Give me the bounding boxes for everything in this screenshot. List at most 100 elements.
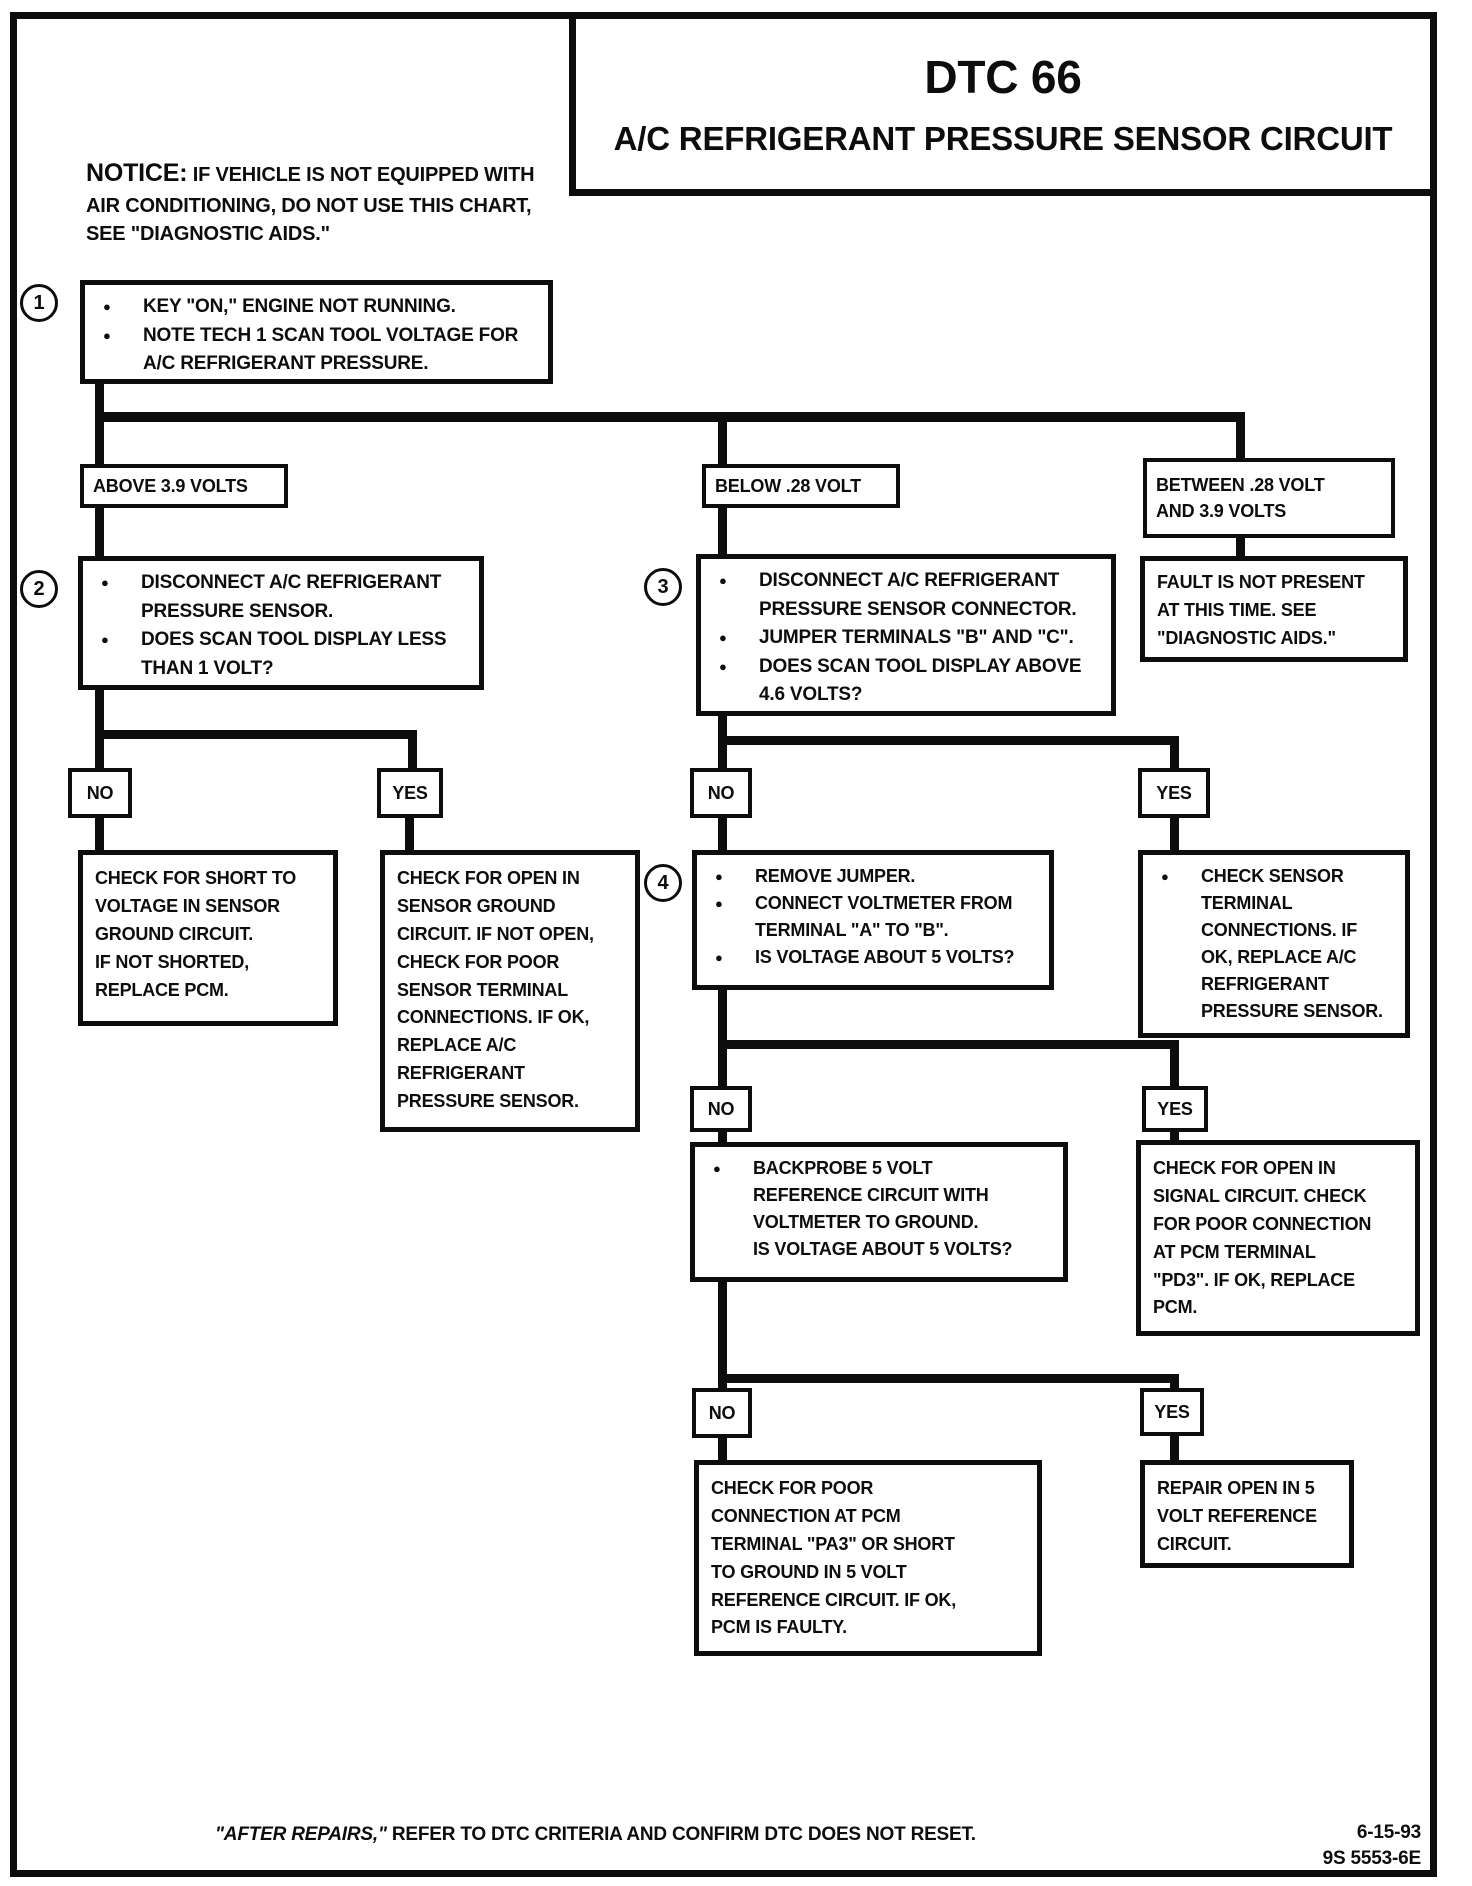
result-short-to-voltage: CHECK FOR SHORT TO VOLTAGE IN SENSOR GRO… (78, 850, 338, 1026)
footer-note-rest: REFER TO DTC CRITERIA AND CONFIRM DTC DO… (386, 1824, 976, 1845)
connector-yes3-stub (1170, 1040, 1179, 1088)
connector-yes4-down (1170, 1434, 1179, 1462)
connector-no1-down (95, 818, 104, 852)
connector-drop-left (95, 412, 104, 466)
step4-bullet-row-2: ● CONNECT VOLTMETER FROM TERMINAL "A" TO… (711, 890, 1041, 944)
step1-number-badge: 1 (20, 284, 58, 322)
result-open-sensor-ground: CHECK FOR OPEN IN SENSOR GROUND CIRCUIT.… (380, 850, 640, 1132)
sensor-terminal-bullet-row: ● CHECK SENSOR TERMINAL CONNECTIONS. IF … (1157, 863, 1397, 1025)
connector-split-4 (718, 1374, 1179, 1383)
no-tag-1: NO (68, 768, 132, 818)
connector-yes2-down (1170, 818, 1179, 852)
step1-box: ● KEY "ON," ENGINE NOT RUNNING. ● NOTE T… (80, 280, 553, 384)
bullet-icon: ● (101, 632, 109, 647)
step4-number-badge: 4 (644, 864, 682, 902)
yes-tag-4: YES (1140, 1388, 1204, 1436)
step2-bullet-row-1: ● DISCONNECT A/C REFRIGERANT PRESSURE SE… (97, 569, 471, 626)
connector-no2-stub (718, 736, 727, 770)
result-fault-not-present: FAULT IS NOT PRESENT AT THIS TIME. SEE "… (1140, 556, 1408, 662)
branch-below-28-volt: BELOW .28 VOLT (702, 464, 900, 508)
branch-between-28-and-3-9: BETWEEN .28 VOLT AND 3.9 VOLTS (1143, 458, 1395, 538)
notice-text: IF VEHICLE IS NOT EQUIPPED WITH AIR COND… (86, 164, 535, 245)
step3-bullet-row-2: ● JUMPER TERMINALS "B" AND "C". (715, 624, 1103, 653)
bullet-icon: ● (713, 1161, 721, 1176)
bullet-icon: ● (101, 575, 109, 590)
footer-note: "AFTER REPAIRS," REFER TO DTC CRITERIA A… (215, 1824, 976, 1846)
step4-bullet-1-text: REMOVE JUMPER. (755, 866, 916, 886)
connector-step1-down (95, 380, 104, 416)
footer-doc-number: 9S 5553-6E (1322, 1847, 1422, 1869)
connector-split-2 (718, 736, 1179, 745)
connector-between-to-fault (1236, 536, 1245, 558)
no-tag-2: NO (690, 768, 752, 818)
step4-bullet-row-1: ● REMOVE JUMPER. (711, 863, 1041, 890)
step3-box: ● DISCONNECT A/C REFRIGERANT PRESSURE SE… (696, 554, 1116, 716)
connector-yes4-stub (1170, 1374, 1179, 1390)
backprobe-text: BACKPROBE 5 VOLT REFERENCE CIRCUIT WITH … (753, 1158, 1013, 1259)
result-poor-connection-pa3: CHECK FOR POOR CONNECTION AT PCM TERMINA… (694, 1460, 1042, 1656)
connector-step4-down (718, 988, 727, 1048)
bullet-icon: ● (715, 869, 723, 884)
step4-bullet-row-3: ● IS VOLTAGE ABOUT 5 VOLTS? (711, 944, 1041, 971)
step3-bullet-row-1: ● DISCONNECT A/C REFRIGERANT PRESSURE SE… (715, 567, 1103, 624)
yes-tag-1: YES (377, 768, 443, 818)
result-check-sensor-terminal: ● CHECK SENSOR TERMINAL CONNECTIONS. IF … (1138, 850, 1410, 1038)
connector-yes2-stub (1170, 736, 1179, 770)
connector-yes1-down (405, 818, 414, 852)
no-tag-3: NO (690, 1086, 752, 1132)
step1-bullet-row-1: ● KEY "ON," ENGINE NOT RUNNING. (99, 293, 540, 322)
step3-bullet-1-text: DISCONNECT A/C REFRIGERANT PRESSURE SENS… (759, 570, 1077, 620)
step3-number-badge: 3 (644, 568, 682, 606)
bullet-icon: ● (715, 950, 723, 965)
bullet-icon: ● (103, 299, 111, 314)
step-backprobe-box: ● BACKPROBE 5 VOLT REFERENCE CIRCUIT WIT… (690, 1142, 1068, 1282)
connector-step3-down (718, 712, 727, 744)
connector-backprobe-down (718, 1278, 727, 1382)
connector-split-3 (718, 1040, 1179, 1049)
notice: NOTICE: IF VEHICLE IS NOT EQUIPPED WITH … (86, 156, 616, 248)
bullet-icon: ● (719, 573, 727, 588)
notice-label: NOTICE: (86, 159, 188, 187)
bullet-icon: ● (719, 658, 727, 674)
step1-bullet-row-2: ● NOTE TECH 1 SCAN TOOL VOLTAGE FOR A/C … (99, 322, 540, 379)
step3-bullet-2-text: JUMPER TERMINALS "B" AND "C". (759, 627, 1074, 648)
step4-bullet-3-text: IS VOLTAGE ABOUT 5 VOLTS? (755, 947, 1015, 967)
step1-bullet-1-text: KEY "ON," ENGINE NOT RUNNING. (143, 296, 456, 317)
step2-bullet-1-text: DISCONNECT A/C REFRIGERANT PRESSURE SENS… (141, 572, 442, 622)
yes-tag-2: YES (1138, 768, 1210, 818)
step1-bullet-2-text: NOTE TECH 1 SCAN TOOL VOLTAGE FOR A/C RE… (143, 324, 519, 375)
backprobe-bullet-row: ● BACKPROBE 5 VOLT REFERENCE CIRCUIT WIT… (709, 1155, 1055, 1263)
dtc-subtitle: A/C REFRIGERANT PRESSURE SENSOR CIRCUIT (613, 120, 1393, 157)
footer-reference: 6-15-93 9S 5553-6E (1322, 1820, 1422, 1871)
connector-no3-down (718, 1130, 727, 1144)
step2-box: ● DISCONNECT A/C REFRIGERANT PRESSURE SE… (78, 556, 484, 690)
no-tag-4: NO (692, 1388, 752, 1438)
connector-split-1 (95, 730, 417, 739)
branch-below-label: BELOW .28 VOLT (715, 475, 861, 496)
connector-drop-right (1236, 412, 1245, 466)
connector-no1-stub (95, 730, 104, 770)
connector-below-to-step3 (718, 506, 727, 558)
connector-yes3-down (1170, 1130, 1179, 1142)
connector-yes1-stub (408, 730, 417, 770)
yes-tag-3: YES (1142, 1086, 1208, 1132)
step4-bullet-2-text: CONNECT VOLTMETER FROM TERMINAL "A" TO "… (755, 893, 1013, 940)
step3-bullet-row-3: ● DOES SCAN TOOL DISPLAY ABOVE 4.6 VOLTS… (715, 653, 1103, 710)
footer-date: 6-15-93 (1356, 1822, 1421, 1843)
connector-no4-down (718, 1436, 727, 1462)
branch-between-label: BETWEEN .28 VOLT AND 3.9 VOLTS (1156, 474, 1325, 521)
step3-bullet-3-text: DOES SCAN TOOL DISPLAY ABOVE 4.6 VOLTS? (759, 655, 1082, 706)
bullet-icon: ● (1161, 869, 1169, 884)
bullet-icon: ● (719, 630, 727, 645)
title-box: DTC 66 A/C REFRIGERANT PRESSURE SENSOR C… (569, 12, 1437, 196)
connector-drop-middle (718, 412, 727, 466)
sensor-terminal-text: CHECK SENSOR TERMINAL CONNECTIONS. IF OK… (1201, 866, 1383, 1021)
step2-bullet-row-2: ● DOES SCAN TOOL DISPLAY LESS THAN 1 VOL… (97, 626, 471, 683)
footer-after-repairs: "AFTER REPAIRS," (215, 1824, 387, 1845)
bullet-icon: ● (715, 896, 723, 911)
branch-above-label: ABOVE 3.9 VOLTS (93, 475, 248, 496)
step2-number-badge: 2 (20, 570, 58, 608)
dtc-code-title: DTC 66 (924, 51, 1082, 103)
connector-trunk (95, 412, 1245, 422)
